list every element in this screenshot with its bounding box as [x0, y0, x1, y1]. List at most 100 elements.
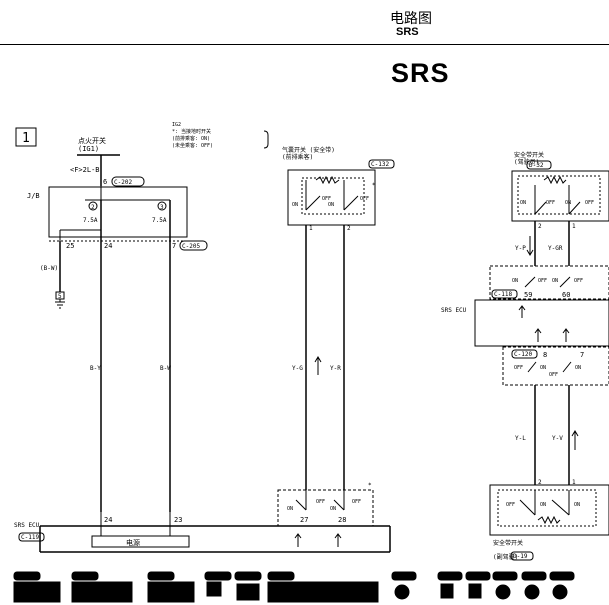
- svg-text:2: 2: [538, 223, 542, 230]
- svg-text:7: 7: [580, 351, 584, 359]
- svg-text:D-19: D-19: [513, 553, 528, 560]
- internal-arrow-1: [294, 533, 302, 547]
- header-title-zh: 电路图: [390, 11, 432, 27]
- ignition-code: (IG1): [78, 145, 99, 153]
- connector-reference-row: C-118 C-119 C-120 C-132 C-202 C-205 D-19…: [13, 571, 575, 603]
- jb-conn-top-frame: [111, 176, 145, 187]
- wire-label-yg: Y-G: [292, 365, 303, 372]
- switch-note: IG2 *: 当接地时开关 (前排乘客: ON) (未坐乘客: OFF): [172, 122, 213, 149]
- conn-label-7: D-22: [440, 573, 455, 580]
- svg-text:1: 1: [572, 479, 576, 486]
- svg-text:Y-GR: Y-GR: [548, 245, 563, 252]
- svg-text:Y-L: Y-L: [515, 435, 526, 442]
- svg-text:59: 59: [524, 291, 532, 299]
- seatbelt-switch-passenger: 2 1 OFF ON ON 安全带开关 (副驾驶) D-19: [489, 479, 609, 561]
- svg-text:ON: ON: [540, 365, 546, 371]
- svg-text:OFF: OFF: [360, 196, 369, 202]
- svg-text:24: 24: [104, 516, 112, 524]
- svg-text:安全带开关: 安全带开关: [514, 151, 544, 159]
- ground-wire-label: (B-W): [40, 265, 58, 272]
- wire-label-by: B-Y: [90, 365, 101, 372]
- jb-conn-7-frame: [179, 240, 208, 251]
- conn-label-10: D-01: [524, 573, 539, 580]
- svg-text:23: 23: [174, 516, 182, 524]
- svg-text:安全带开关: 安全带开关: [493, 539, 523, 547]
- svg-text:OFF: OFF: [322, 196, 331, 202]
- seatbelt-switch-driver: 安全带开关 (驾驶员) D-32 ON OFF ON OFF 2 1: [511, 151, 609, 230]
- svg-text:(驾驶员): (驾驶员): [514, 158, 539, 166]
- current-arrow-yp: [526, 236, 534, 256]
- svg-text:2: 2: [347, 225, 351, 232]
- fuse-a-num: 2: [91, 204, 95, 211]
- svg-text:ON: ON: [328, 202, 334, 208]
- sheet-number-text: 1: [22, 131, 30, 146]
- ground-num: 5: [58, 293, 62, 300]
- srs-ecu-right-label: SRS ECU: [441, 307, 467, 314]
- conn-label-3: C-132: [207, 573, 225, 580]
- svg-text:OFF: OFF: [549, 372, 558, 378]
- wire-label-bw: B-W: [160, 365, 171, 372]
- ecu-connector-c120: C-120 8 7 OFF ON OFF ON: [502, 346, 609, 386]
- jb-pin-top: 6: [103, 178, 107, 186]
- svg-text:8: 8: [543, 351, 547, 359]
- note-line4: (未坐乘客: OFF): [172, 142, 213, 149]
- conn-label-9: D-32: [495, 573, 510, 580]
- note-line3: (前排乘客: ON): [172, 135, 210, 142]
- svg-text:ON: ON: [512, 278, 518, 284]
- conn-label-4: C-202: [237, 573, 255, 580]
- svg-text:OFF: OFF: [574, 278, 583, 284]
- jb-pin-7: 7: [172, 242, 176, 250]
- note-line2: *: 当接地时开关: [172, 128, 211, 135]
- sheet-number: 1: [15, 127, 37, 147]
- junction-block: J/B 6 C-202 2 7.5A 3 7.5A: [27, 176, 188, 242]
- jb-pin-25: 25: [66, 242, 74, 250]
- fuse-a-val: 7.5A: [83, 217, 98, 224]
- wire-label-yr: Y-R: [330, 365, 341, 372]
- svg-text:ON: ON: [330, 506, 336, 512]
- sw1-label-a: 气囊开关 (安全带): [282, 146, 335, 154]
- conn-label-8: D-29: [468, 573, 483, 580]
- conn-label-6: D-19: [394, 573, 409, 580]
- svg-text:27: 27: [300, 516, 308, 524]
- svg-text:ON: ON: [287, 506, 293, 512]
- svg-text:OFF: OFF: [585, 200, 594, 206]
- sw1-conn: C-132: [371, 161, 389, 168]
- page-title: SRS: [391, 58, 450, 88]
- svg-text:OFF: OFF: [316, 499, 325, 505]
- conn-label-1: C-119: [74, 573, 92, 580]
- srs-ecu-right-box: [474, 299, 609, 347]
- svg-text:ON: ON: [552, 278, 558, 284]
- jb-label: J/B: [27, 192, 40, 200]
- ecu-switch-block: * ON OFF ON OFF 27 28: [277, 482, 374, 547]
- svg-text:ON: ON: [565, 200, 571, 206]
- svg-text:Y-P: Y-P: [515, 245, 526, 252]
- svg-text:C-118: C-118: [494, 291, 512, 298]
- svg-text:OFF: OFF: [538, 278, 547, 284]
- svg-text:28: 28: [338, 516, 346, 524]
- svg-text:ON: ON: [292, 202, 298, 208]
- conn-label-5: C-205: [270, 573, 288, 580]
- note-line1: IG2: [172, 122, 181, 128]
- jb-conn-7: C-205: [182, 243, 200, 250]
- ignition-switch-label: 点火开关 (IG1) <F>2L-B: [70, 136, 106, 174]
- current-arrow-yg: [314, 356, 322, 375]
- internal-arrow-2: [334, 533, 342, 547]
- airbag-switch-passenger: 气囊开关 (安全带) (前排乘客) C-132 * ON ON OFF OFF …: [282, 146, 395, 232]
- current-arrow-yv: [571, 430, 579, 450]
- srs-ecu: SRS ECU C-119 电源 24 23: [14, 512, 391, 553]
- sw1-label-b: (前排乘客): [282, 153, 313, 161]
- conn-label-11: D-04: [552, 573, 567, 580]
- svg-text:*: *: [372, 182, 376, 189]
- ground-symbol-left: [55, 299, 65, 309]
- header-rule: [0, 44, 609, 45]
- power-label: 电源: [126, 538, 140, 547]
- fuse-b-val: 7.5A: [152, 217, 167, 224]
- ignition-fuse-line: <F>2L-B: [70, 166, 100, 174]
- header-title-en: SRS: [396, 26, 419, 38]
- internal-arrow-3: [518, 305, 526, 318]
- sw1-resistor: [315, 175, 340, 185]
- svg-text:1: 1: [309, 225, 313, 232]
- internal-arrow-4: [534, 328, 542, 342]
- svg-text:2: 2: [538, 479, 542, 486]
- fuse-b-num: 3: [160, 204, 164, 211]
